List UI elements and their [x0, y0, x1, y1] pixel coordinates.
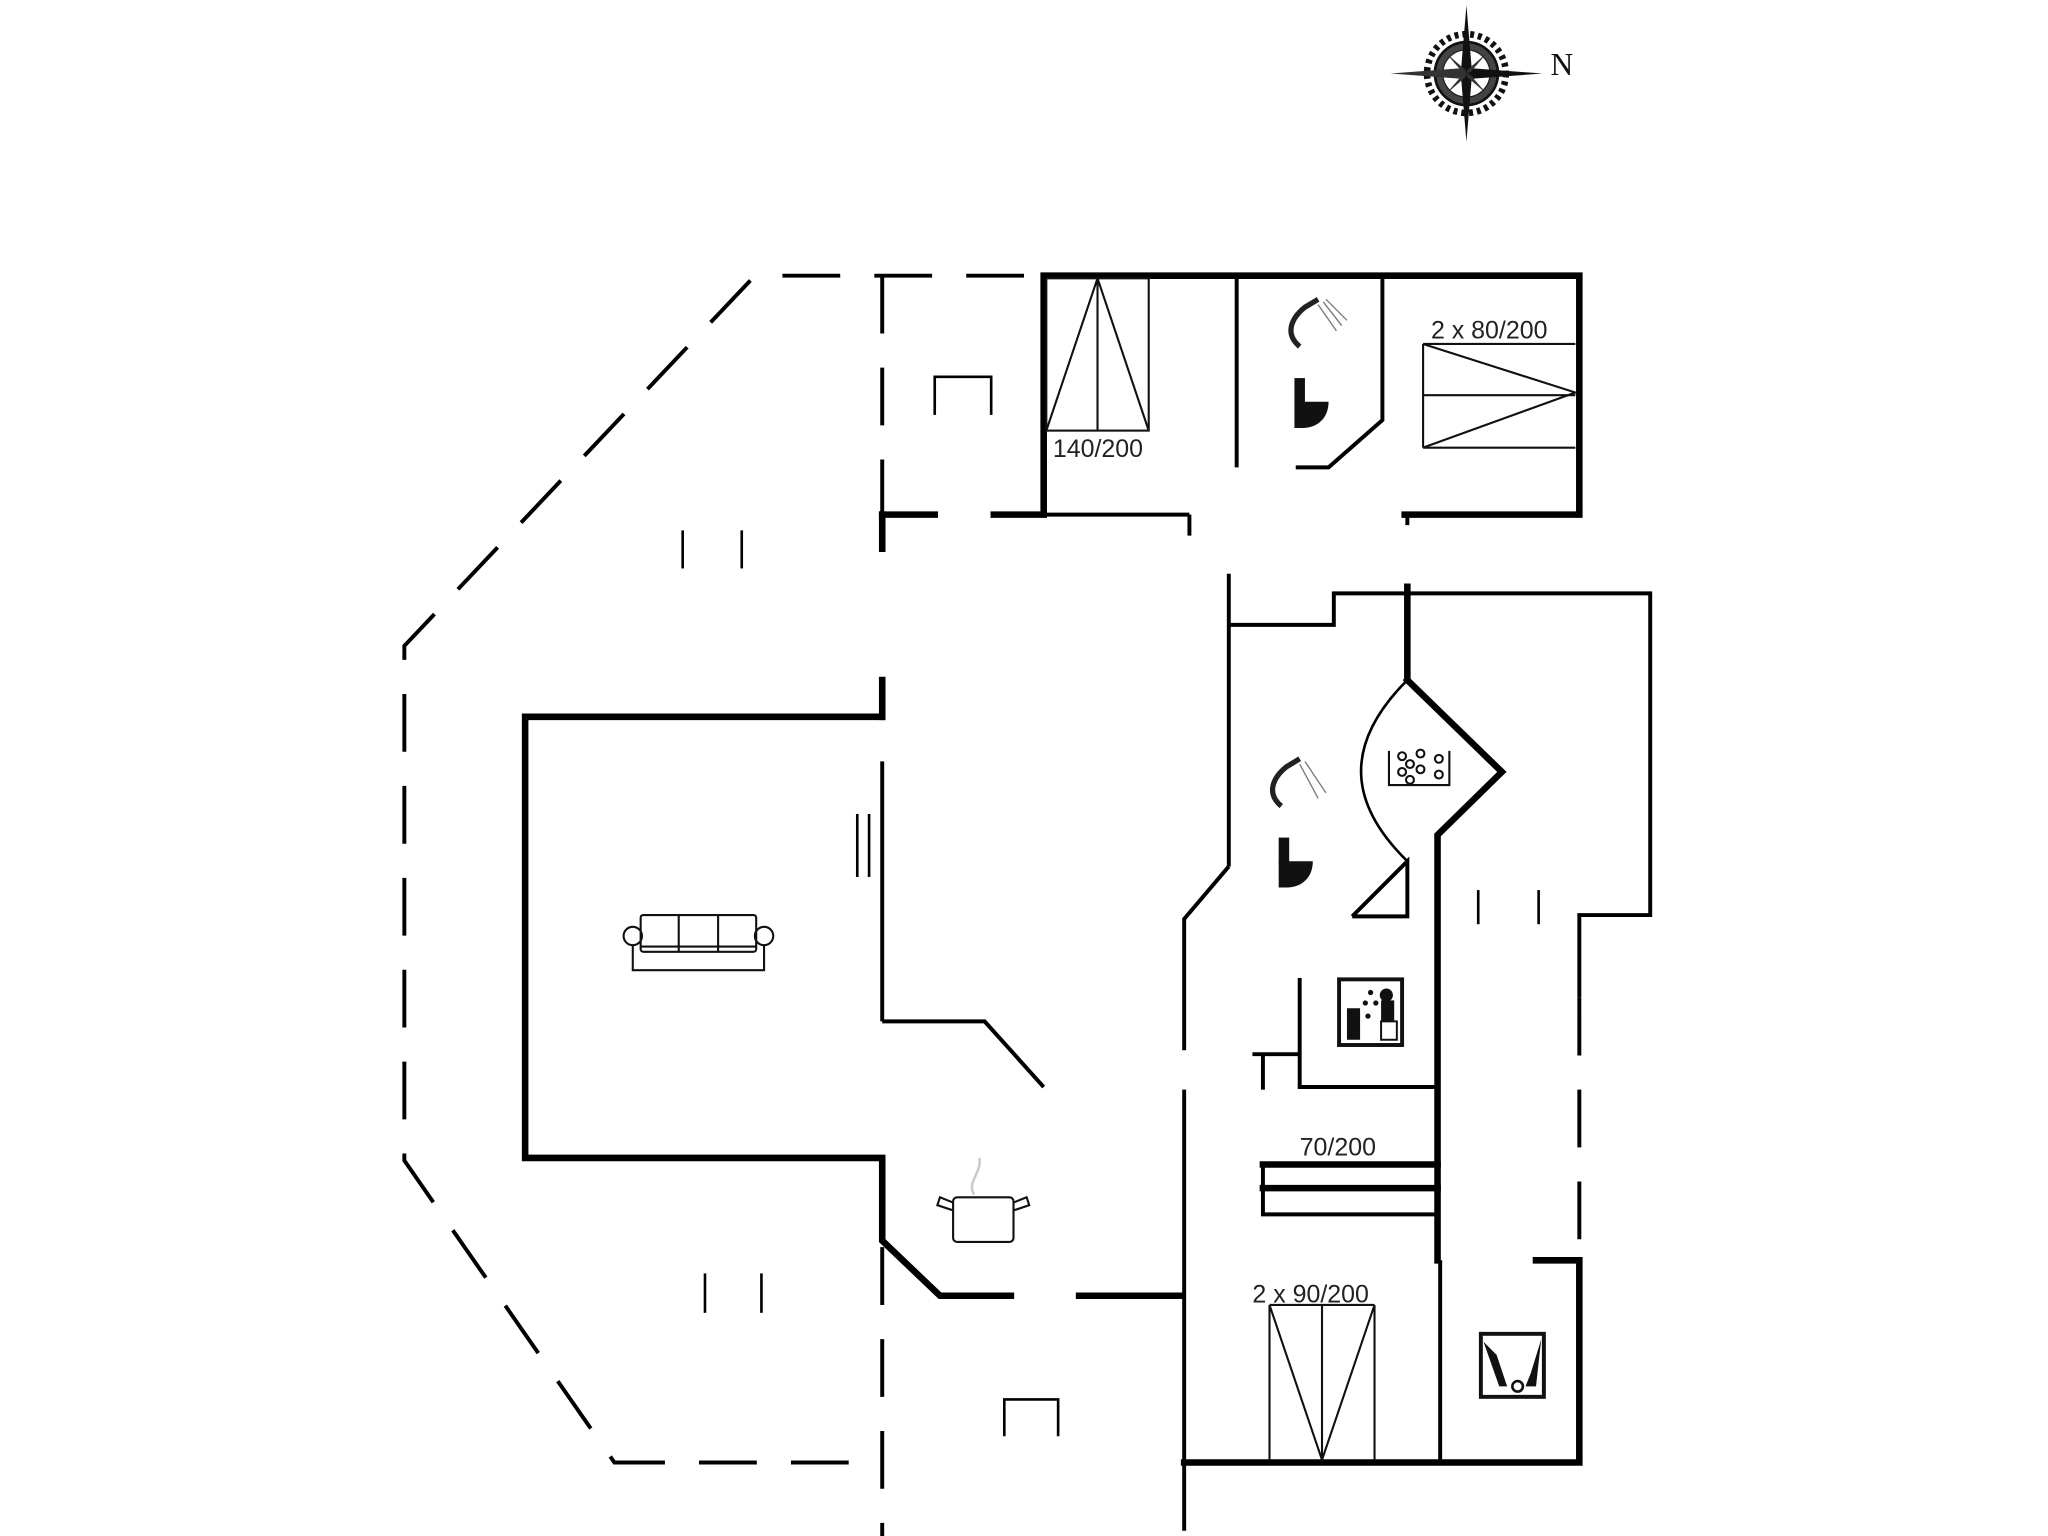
- twin-bed-icon: [1268, 1303, 1376, 1464]
- shower-icon: [1288, 297, 1348, 349]
- compass-rose-icon: [1390, 5, 1543, 142]
- living-room-walls: [521, 676, 1185, 1300]
- bed-label-2x90-200: 2 x 90/200: [1252, 1280, 1368, 1308]
- spa-whirlpool-icon: [1387, 748, 1451, 787]
- bed-label-2x80-200: 2 x 80/200: [1431, 317, 1547, 345]
- north-label: N: [1550, 47, 1573, 82]
- pergola-block: [1002, 1398, 1060, 1437]
- bed-label-70-200: 70/200: [1300, 1133, 1376, 1161]
- shower-icon: [1269, 756, 1327, 809]
- toilet-icon: [1294, 378, 1329, 428]
- washing-machine-icon: [1478, 1331, 1546, 1399]
- window-marks: [681, 530, 1540, 1313]
- sofa-icon: [622, 913, 775, 972]
- toilet-icon: [1278, 837, 1313, 888]
- sauna-icon: [1337, 977, 1405, 1047]
- right-wing-walls: [1180, 573, 1653, 1531]
- top-bedroom-block: [878, 272, 1583, 553]
- double-bed-icon: [1045, 275, 1150, 432]
- bed-label-140-200: 140/200: [1053, 435, 1143, 463]
- cooking-pot-icon: [936, 1157, 1031, 1243]
- terrace-outline: [402, 273, 1024, 1536]
- twin-bed-icon: [1422, 342, 1579, 449]
